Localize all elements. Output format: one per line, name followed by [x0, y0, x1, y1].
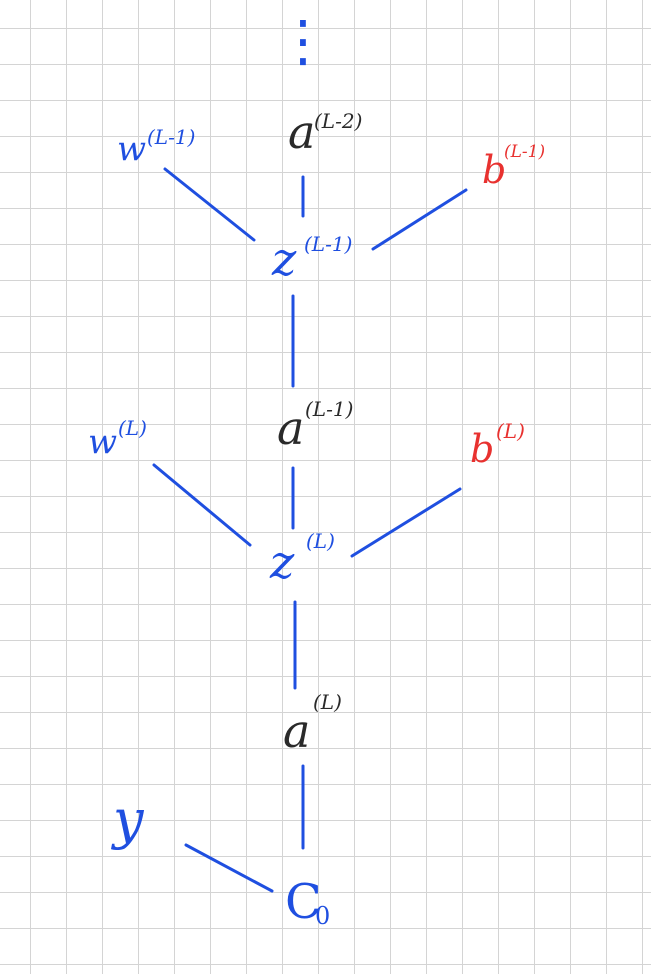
node-a-l-base: a [283, 704, 310, 758]
node-b-l: b (L) [470, 419, 525, 471]
edge-w-l-to-z-l [152, 463, 252, 547]
node-z-l-minus-1: z (L-1) [271, 232, 352, 286]
node-y-base: y [111, 788, 145, 851]
node-z-l-minus-1-base: z [271, 232, 297, 286]
node-z-l-base: z [269, 535, 295, 589]
node-b-l-minus-1: b (L-1) [482, 142, 545, 192]
node-cost-subscript: 0 [315, 902, 330, 930]
node-w-l-base: w [88, 422, 117, 462]
node-a-l-superscript: (L) [313, 690, 342, 714]
node-a-l-minus-1-superscript: (L-1) [305, 397, 353, 421]
ellipsis-marker: ⋮ [275, 9, 331, 74]
node-w-l: w (L) [88, 416, 147, 462]
edge-b-l-minus-1-to-z-l-minus-1 [371, 188, 468, 251]
node-y: y [111, 788, 145, 851]
node-a-l: a (L) [283, 690, 342, 758]
node-b-l-minus-1-superscript: (L-1) [504, 142, 545, 162]
node-w-l-minus-1: w (L-1) [117, 125, 195, 169]
node-a-l-minus-1: a (L-1) [277, 397, 353, 455]
node-b-l-base: b [470, 427, 494, 471]
node-cost: C 0 [285, 874, 330, 930]
edge-b-l-to-z-l [350, 487, 462, 558]
node-b-l-superscript: (L) [496, 419, 525, 443]
node-w-l-superscript: (L) [118, 416, 147, 440]
node-w-l-minus-1-superscript: (L-1) [147, 125, 195, 149]
edges-layer [152, 167, 468, 893]
edge-w-l-minus-1-to-z-l-minus-1 [163, 167, 256, 242]
node-a-l-minus-2-superscript: (L-2) [314, 109, 362, 133]
node-w-l-minus-1-base: w [117, 129, 146, 169]
node-a-l-minus-2: a (L-2) [288, 105, 362, 159]
node-z-l-superscript: (L) [306, 529, 335, 553]
node-cost-base: C [285, 874, 322, 930]
node-a-l-minus-2-base: a [288, 105, 315, 159]
node-a-l-minus-1-base: a [277, 401, 304, 455]
node-z-l-minus-1-superscript: (L-1) [304, 232, 352, 256]
edge-y-to-cost [184, 843, 274, 893]
node-z-l: z (L) [269, 529, 335, 589]
node-b-l-minus-1-base: b [482, 148, 506, 192]
